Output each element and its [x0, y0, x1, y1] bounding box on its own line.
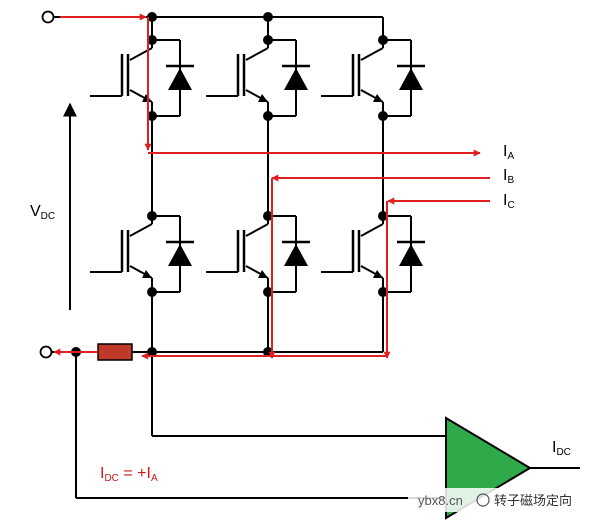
- vdc-minus-terminal: [39, 345, 53, 359]
- idc-output-label: IDC: [552, 439, 571, 458]
- ia-label: IA: [503, 143, 514, 162]
- upper-switch-a: [88, 33, 196, 123]
- watermark-site: ybx8.cn: [418, 493, 463, 508]
- ic-label: IC: [503, 192, 515, 211]
- wechat-icon: [476, 493, 490, 507]
- watermark-badge: [408, 488, 598, 512]
- ib-label: IB: [503, 167, 514, 186]
- vdc-label: VDC: [30, 203, 55, 222]
- lower-switch-c: [319, 209, 427, 299]
- upper-switch-b: [204, 33, 312, 123]
- shunt-resistor: [97, 343, 133, 361]
- lower-switch-a: [88, 209, 196, 299]
- vdc-plus-terminal: [41, 10, 55, 24]
- watermark-account: 转子磁场定向: [494, 493, 572, 508]
- current-flow-paths: [53, 13, 490, 360]
- lower-switch-b: [204, 209, 312, 299]
- dc-bus: [39, 10, 384, 359]
- upper-switch-c: [319, 33, 427, 123]
- idc-equation: IDC = +IA: [100, 465, 158, 484]
